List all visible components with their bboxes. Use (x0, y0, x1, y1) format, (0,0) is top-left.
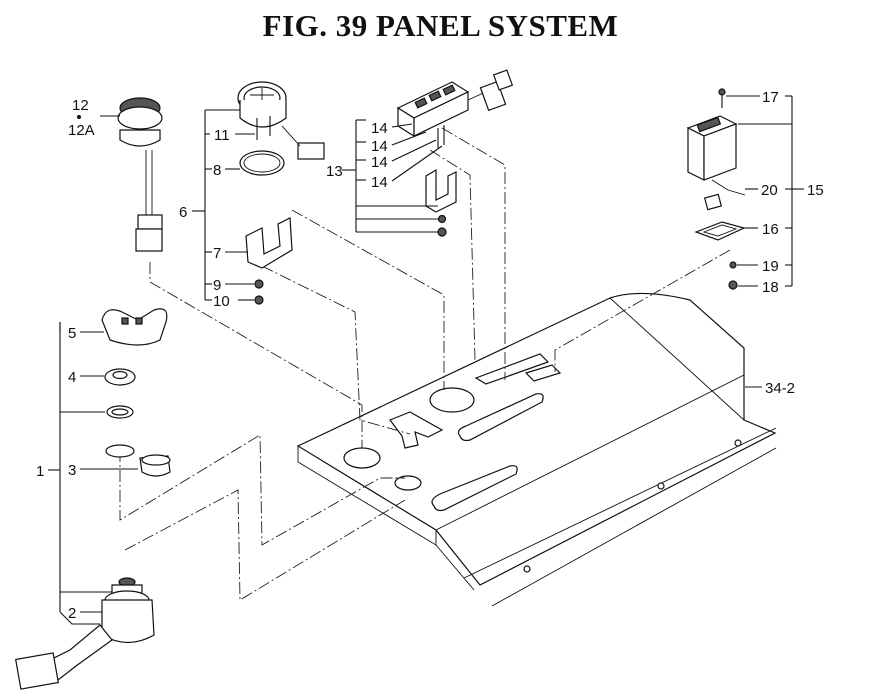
part-2-switch-body (14, 577, 155, 690)
callout-16: 16 (762, 221, 779, 238)
callout-15: 15 (807, 182, 824, 199)
callout-7: 7 (213, 245, 221, 262)
part-16-gasket (694, 221, 746, 241)
callout-12a: 12A (68, 122, 95, 139)
part-10-nut (254, 295, 264, 305)
callout-14-a: 14 (371, 120, 388, 137)
callout-14-d: 14 (371, 174, 388, 191)
callout-10: 10 (213, 293, 230, 310)
callout-17: 17 (762, 89, 779, 106)
callout-3: 3 (68, 462, 76, 479)
callout-9: 9 (213, 277, 221, 294)
callout-13: 13 (326, 163, 343, 180)
part-4-nut (104, 368, 136, 386)
callout-14-c: 14 (371, 154, 388, 171)
callout-5: 5 (68, 325, 76, 342)
callout-20: 20 (761, 182, 778, 199)
callout-18: 18 (762, 279, 779, 296)
callout-14-b: 14 (371, 138, 388, 155)
callout-12: 12 (72, 97, 89, 114)
part-7-bracket (245, 217, 293, 269)
part-8-o-ring (239, 150, 285, 176)
callout-34-2: 34-2 (765, 380, 795, 397)
callout-6: 6 (179, 204, 187, 221)
part-12-key-switch (117, 97, 163, 252)
callout-12-dot (77, 115, 81, 119)
panel-34-2 (296, 292, 777, 607)
callout-1: 1 (36, 463, 44, 480)
callout-8: 8 (213, 162, 221, 179)
part-19-washer (729, 261, 737, 269)
part-15-meter (686, 88, 746, 211)
part-3-bezel (105, 444, 171, 477)
callout-labels: 1 2 3 4 5 6 7 8 9 10 11 12 12A 13 14 14 … (36, 89, 824, 622)
callout-4: 4 (68, 369, 76, 386)
part-18-nut (728, 280, 738, 290)
callout-11: 11 (214, 127, 230, 144)
callout-19: 19 (762, 258, 779, 275)
figure-title: FIG. 39 PANEL SYSTEM (262, 8, 619, 43)
callout-2: 2 (68, 605, 76, 622)
assembly-leader-lines (119, 127, 731, 601)
part-5-cover (101, 308, 168, 346)
callout-leaders (48, 95, 804, 625)
part-9-washer (254, 279, 264, 289)
part-3-washer (106, 405, 134, 419)
part-6-gauge (237, 81, 325, 160)
part-13-switch-panel (396, 69, 514, 237)
